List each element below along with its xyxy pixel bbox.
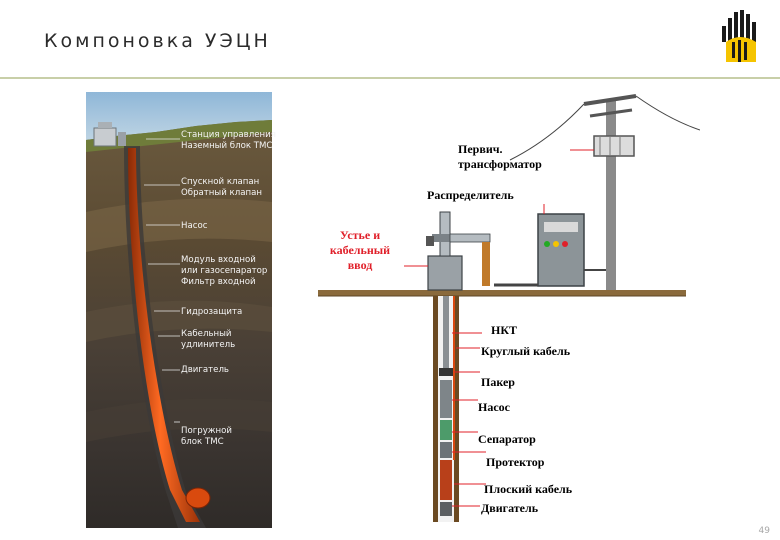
label-control-station: Станция управления	[181, 130, 276, 140]
label-downhole: Погружной	[181, 426, 232, 436]
label-separator: Сепаратор	[478, 432, 536, 446]
label-extension: удлинитель	[181, 340, 236, 350]
label-cable: Кабельный	[181, 329, 232, 339]
esp-schematic	[318, 94, 700, 522]
label-gas-separator: или газосепаратор	[181, 266, 268, 276]
label-tubing: НКТ	[491, 323, 518, 337]
label-flat-cable: Плоский кабель	[484, 482, 573, 496]
label-transformer-1: Первич.	[458, 142, 503, 156]
label-intake-module: Модуль входной	[181, 255, 256, 265]
esp-cutaway-illustration	[86, 92, 272, 528]
page-number: 49	[758, 526, 770, 536]
label-round-cable: Круглый кабель	[481, 344, 571, 358]
label-wellhead-3: ввод	[347, 258, 373, 272]
label-protector: Протектор	[486, 455, 545, 469]
label-packer: Пакер	[481, 375, 515, 389]
label-intake-filter: Фильтр входной	[181, 277, 256, 287]
label-distributor: Распределитель	[427, 188, 514, 202]
label-hydro-protection: Гидрозащита	[181, 307, 243, 317]
label-motor-right: Двигатель	[481, 501, 539, 515]
label-motor: Двигатель	[181, 365, 229, 375]
label-wellhead-1: Устье и	[339, 228, 381, 242]
label-wellhead-2: кабельный	[329, 243, 391, 257]
label-tms-block: блок ТМС	[181, 437, 224, 447]
label-drain-valve: Спускной клапан	[181, 177, 260, 187]
label-pump: Насос	[181, 221, 208, 231]
company-logo	[722, 10, 756, 62]
label-check-valve: Обратный клапан	[181, 188, 262, 198]
label-surface-tms: Наземный блок ТМС	[181, 141, 273, 151]
header-divider	[0, 77, 780, 79]
label-pump-right: Насос	[478, 400, 510, 414]
label-transformer-2: трансформатор	[458, 157, 542, 171]
page-title: Компоновка УЭЦН	[44, 30, 271, 52]
